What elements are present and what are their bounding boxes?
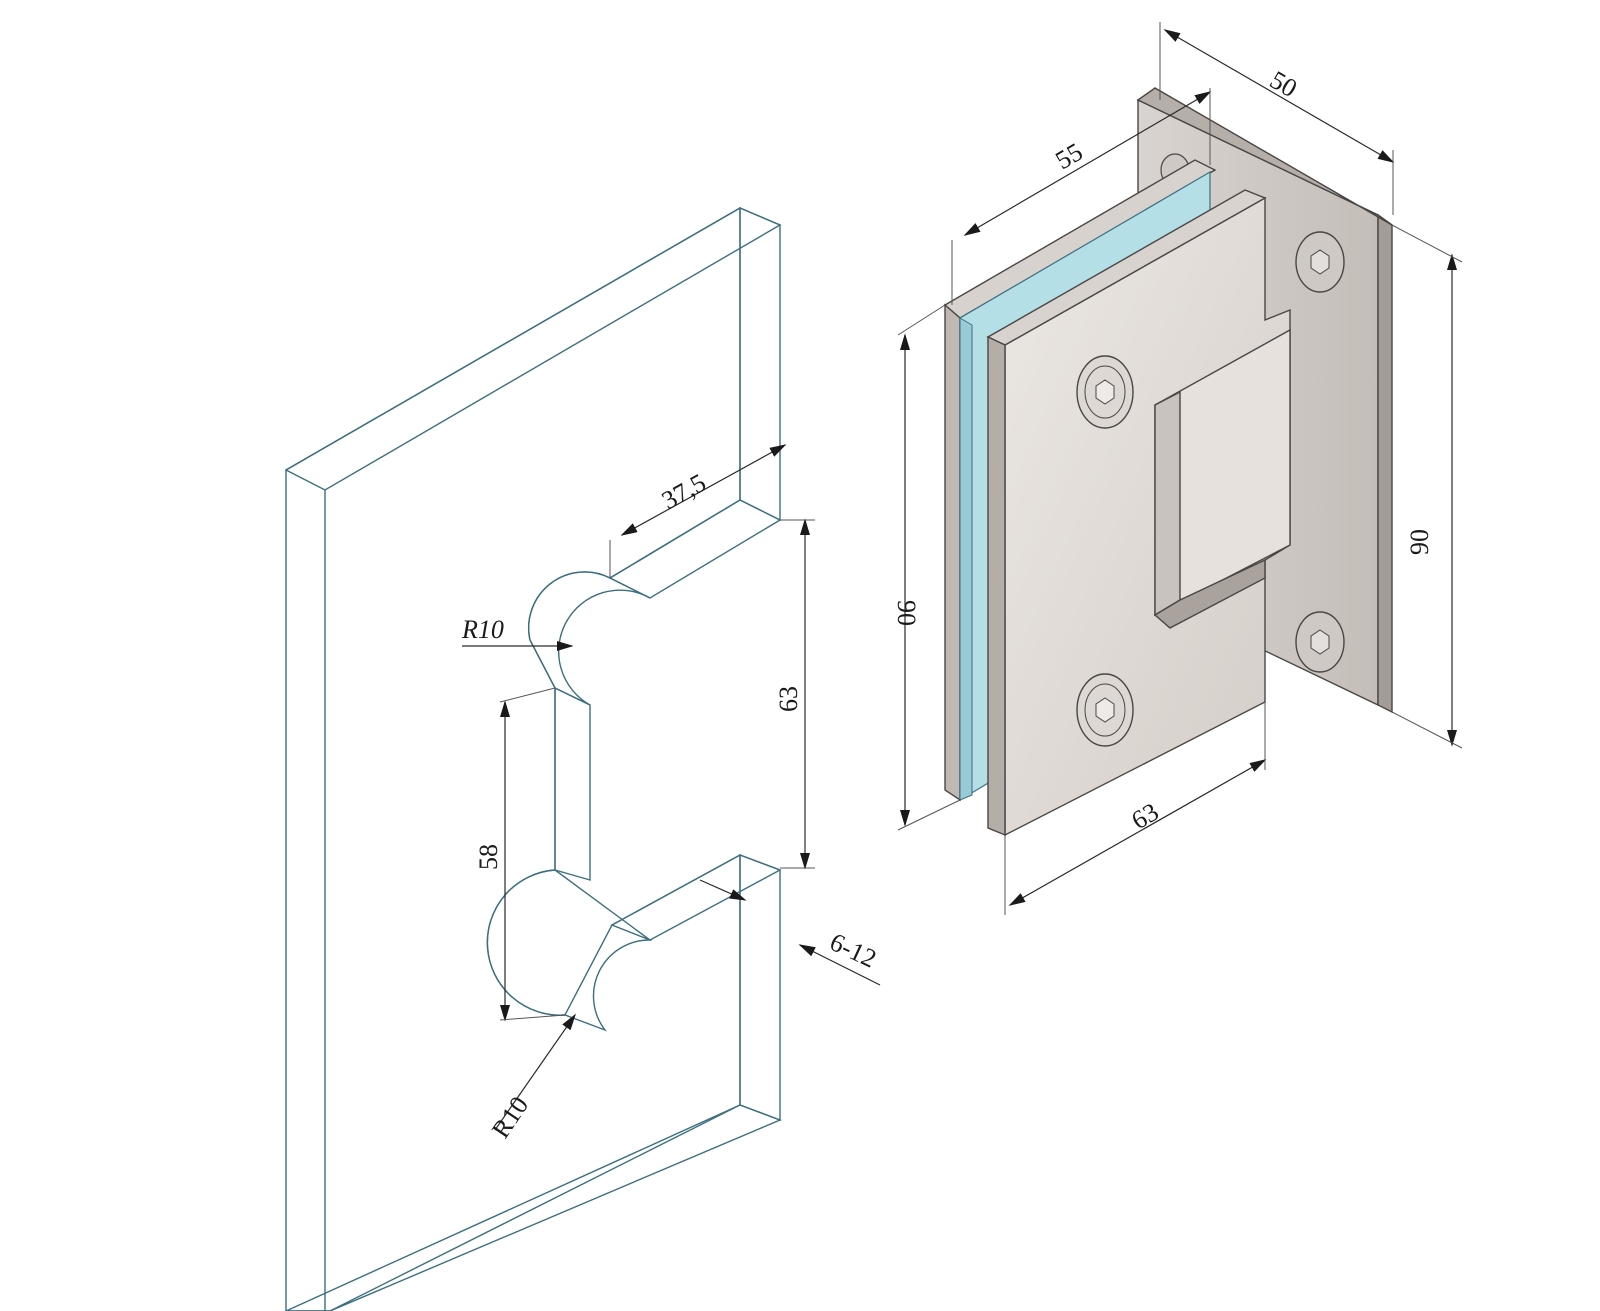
glass-panel	[284, 206, 782, 1311]
screw-icon	[1295, 231, 1345, 293]
dim-clamp-depth: 55	[1051, 137, 1088, 175]
cutout-back-wall	[554, 686, 591, 881]
hinge	[943, 87, 1393, 837]
screw-icon	[1076, 355, 1134, 429]
cutout-top-arc	[527, 571, 651, 706]
dim-cut-depth: 37,5	[657, 468, 711, 515]
dim-radius-bottom: R10	[486, 1091, 534, 1143]
cutout-lower-wall	[610, 854, 782, 941]
dim-cut-height: 63	[774, 686, 803, 712]
screw-icon	[1076, 673, 1134, 747]
dim-clamp-height: 90	[892, 600, 921, 626]
dim-clamp-width: 63	[1127, 797, 1164, 835]
glass-right-face-upper	[739, 206, 781, 522]
dim-wall-plate-height: 90	[1405, 529, 1434, 555]
dim-glass-thickness: 6-12	[825, 927, 880, 973]
wall-plate-edge	[1377, 213, 1393, 714]
glass-bottom-edge	[285, 1104, 782, 1311]
glass-front-face	[285, 206, 741, 1311]
cutout-bottom-arc	[486, 869, 653, 1032]
glass-top-face	[284, 207, 782, 491]
dim-radius-top: R10	[461, 615, 504, 644]
glass-right-face-lower	[739, 853, 781, 1122]
glass-dimensions: 37,5 63 R10 58 R10 6-12	[461, 444, 881, 1143]
dim-wall-plate-width: 50	[1265, 65, 1302, 103]
screw-icon	[1295, 611, 1345, 673]
dim-inner-height: 58	[474, 844, 503, 870]
cutout-upper-wall	[608, 499, 782, 599]
